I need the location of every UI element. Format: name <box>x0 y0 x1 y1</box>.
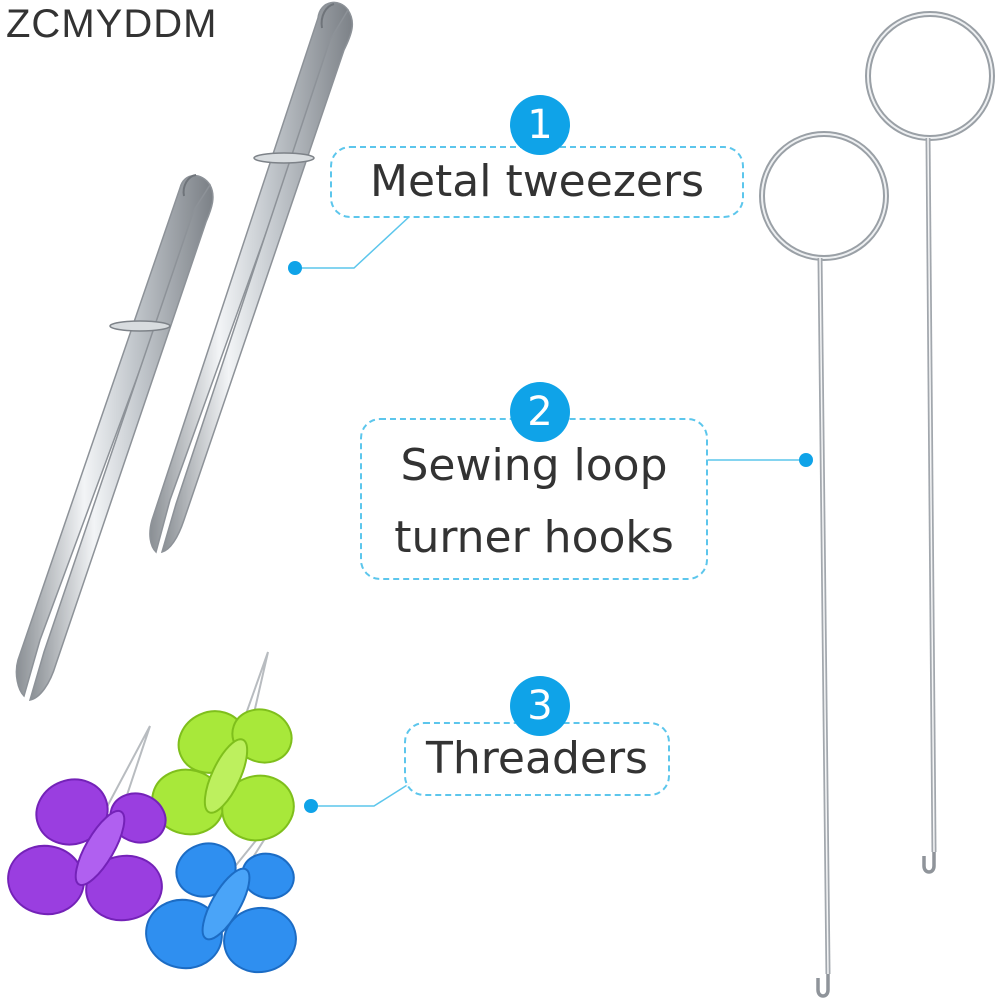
callout-2-line-1: Sewing loop <box>400 440 668 491</box>
small-tweezers-image <box>15 174 214 701</box>
number-badge-2: 2 <box>510 382 570 442</box>
leader-dot-2 <box>799 453 813 467</box>
callout-1-label: Metal tweezers <box>369 156 705 207</box>
leader-dots <box>288 261 813 813</box>
leader-line-3 <box>312 781 413 807</box>
threader-purple-image <box>7 778 167 922</box>
number-badge-3: 3 <box>510 676 570 736</box>
number-badge-1: 1 <box>510 95 570 155</box>
loop-turner-hook-right <box>865 11 995 874</box>
callout-3-label: Threaders <box>426 733 648 784</box>
leader-dot-1 <box>288 261 302 275</box>
leader-line-1 <box>296 215 411 269</box>
callout-metal-tweezers: Metal tweezers <box>330 146 744 218</box>
threader-blue-image <box>145 842 297 974</box>
callout-2-line-2: turner hooks <box>394 512 674 563</box>
large-tweezers-image <box>149 1 354 554</box>
loop-turner-hook-left <box>759 131 889 998</box>
callout-leader-lines <box>296 215 806 807</box>
threader-green-image <box>151 708 295 842</box>
leader-dot-3 <box>304 799 318 813</box>
callout-loop-turner-hooks: Sewing loop turner hooks <box>360 418 708 580</box>
brand-name: ZCMYDDM <box>6 2 218 46</box>
